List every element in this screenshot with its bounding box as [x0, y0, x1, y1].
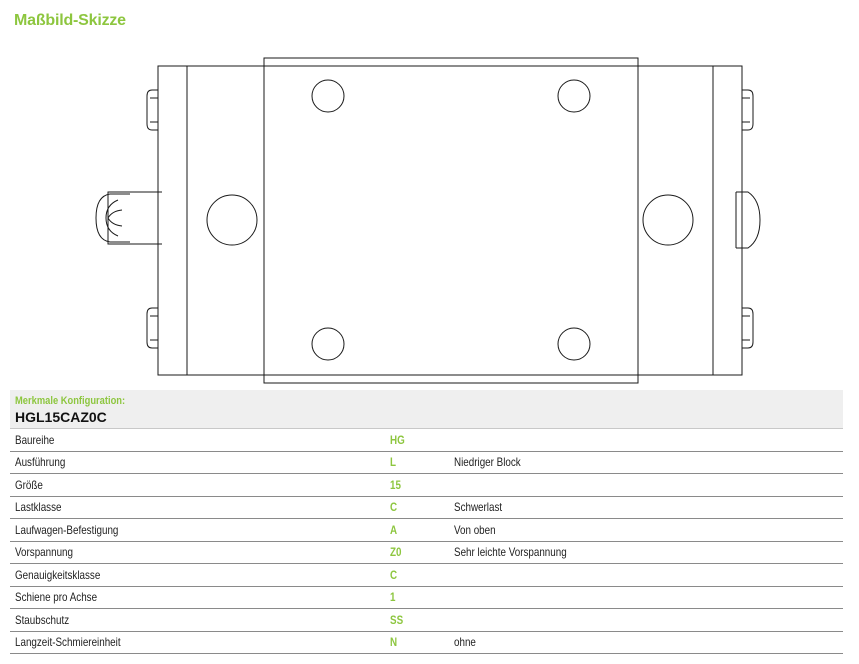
- configuration-code: HGL15CAZ0C: [15, 409, 107, 425]
- table-row: Schiene pro Achse 1: [10, 586, 843, 609]
- attribute-code: 15: [390, 477, 401, 492]
- screw-head: [146, 89, 158, 131]
- screw-head: [742, 307, 754, 349]
- attribute-name: Größe: [15, 477, 43, 492]
- center-block: [263, 57, 639, 384]
- attribute-code: C: [390, 500, 398, 515]
- attribute-name: Staubschutz: [15, 612, 70, 627]
- table-row: Größe 15: [10, 473, 843, 497]
- table-row: Ausführung L Niedriger Block: [10, 451, 843, 474]
- attribute-code: 1: [390, 590, 396, 605]
- attribute-name: Ausführung: [15, 455, 66, 470]
- table-row: Laufwagen-Befestigung A Von oben: [10, 518, 843, 542]
- table-row: Vorspannung Z0 Sehr leichte Vorspannung: [10, 541, 843, 564]
- table-row: Langzeit-Schmiereinheit N ohne: [10, 631, 843, 654]
- page-title: Maßbild-Skizze: [14, 12, 126, 29]
- attribute-description: Von oben: [454, 522, 496, 537]
- configuration-label: Merkmale Konfiguration:: [15, 395, 126, 407]
- attribute-code: N: [390, 635, 398, 650]
- attribute-description: Niedriger Block: [454, 455, 521, 470]
- attribute-code: A: [390, 522, 398, 537]
- attribute-table: Baureihe HG Ausführung L Niedriger Block…: [10, 429, 843, 654]
- attribute-name: Vorspannung: [15, 545, 74, 560]
- attribute-description: ohne: [454, 635, 476, 650]
- attribute-code: L: [390, 455, 397, 470]
- attribute-code: Z0: [390, 545, 402, 560]
- table-row: Genauigkeitsklasse C: [10, 563, 843, 587]
- mounting-hole: [557, 327, 591, 361]
- attribute-name: Genauigkeitsklasse: [15, 567, 101, 582]
- attribute-name: Lastklasse: [15, 500, 62, 515]
- grease-nipple-shaft: [107, 191, 159, 245]
- grease-nipple-head: [95, 193, 130, 243]
- table-row: Staubschutz SS: [10, 608, 843, 632]
- attribute-name: Laufwagen-Befestigung: [15, 522, 119, 537]
- end-plug: [741, 191, 761, 249]
- attribute-description: Schwerlast: [454, 500, 503, 515]
- attribute-description: Sehr leichte Vorspannung: [454, 545, 567, 560]
- attribute-name: Schiene pro Achse: [15, 590, 98, 605]
- lube-port-left: [206, 194, 258, 246]
- attribute-code: C: [390, 567, 398, 582]
- lube-port-right: [642, 194, 694, 246]
- table-row: Baureihe HG: [10, 429, 843, 452]
- attribute-name: Baureihe: [15, 432, 55, 447]
- configuration-header: Merkmale Konfiguration: HGL15CAZ0C: [10, 390, 843, 429]
- attribute-name: Langzeit-Schmiereinheit: [15, 635, 121, 650]
- table-row: Lastklasse C Schwerlast: [10, 496, 843, 519]
- mounting-hole: [311, 327, 345, 361]
- screw-head: [146, 307, 158, 349]
- dimension-sketch: [95, 57, 761, 384]
- attribute-code: HG: [390, 432, 405, 447]
- mounting-hole: [311, 79, 345, 113]
- screw-head: [742, 89, 754, 131]
- attribute-code: SS: [390, 612, 404, 627]
- mounting-hole: [557, 79, 591, 113]
